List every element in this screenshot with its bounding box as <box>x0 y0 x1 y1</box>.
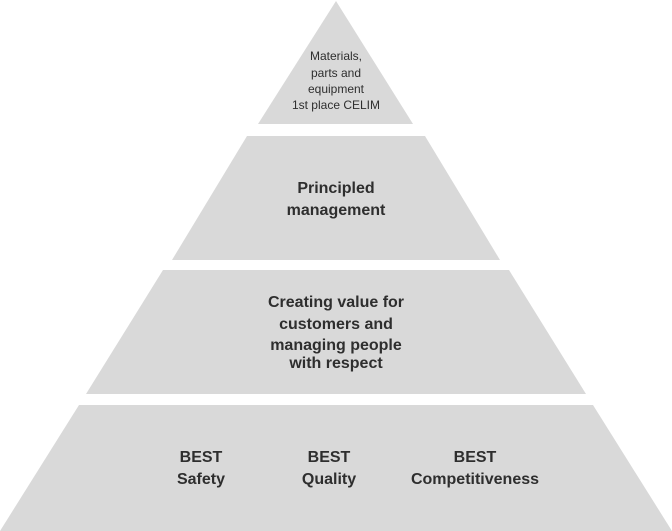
base-competitiveness-line-2: Competitiveness <box>411 471 539 488</box>
pyramid-tier-2 <box>172 136 500 260</box>
tier-3-label-line-3: managing people <box>270 337 402 354</box>
base-safety-line-2: Safety <box>177 471 225 488</box>
pyramid-tier-base <box>0 405 672 531</box>
tier-2-label-line-1: Principled <box>297 180 374 197</box>
tier-3-label-line-2: customers and <box>279 316 393 333</box>
base-safety-line-1: BEST <box>180 449 223 466</box>
base-quality-line-1: BEST <box>308 449 351 466</box>
pyramid-tier-apex <box>258 1 413 124</box>
apex-label-line-3: equipment <box>308 82 365 96</box>
apex-label-line-4: 1st place CELIM <box>292 98 380 112</box>
apex-label-line-2: parts and <box>311 66 361 80</box>
base-competitiveness-line-1: BEST <box>454 449 497 466</box>
apex-label-line-1: Materials, <box>310 49 362 63</box>
tier-3-label-line-4: with respect <box>288 355 383 372</box>
tier-2-label-line-2: management <box>287 202 386 219</box>
base-quality-line-2: Quality <box>302 471 356 488</box>
pyramid-tier-3 <box>86 270 586 394</box>
tier-3-label-line-1: Creating value for <box>268 294 404 311</box>
